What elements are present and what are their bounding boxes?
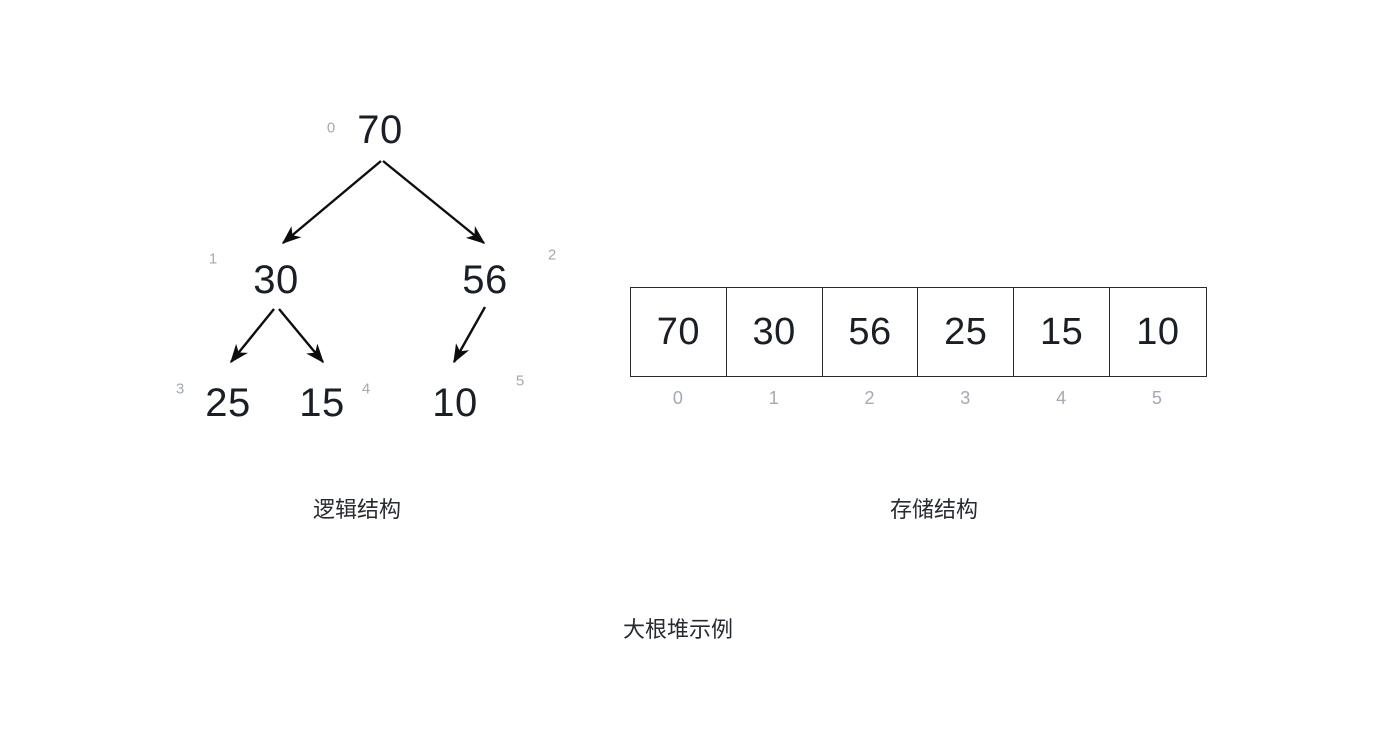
tree-node-index-4: 4 <box>361 380 371 398</box>
figure-caption: 大根堆示例 <box>622 618 734 643</box>
array-index-2: 2 <box>864 388 875 408</box>
tree-node-value-10: 10 <box>432 381 478 425</box>
array-cell-3: 25 <box>918 288 1015 376</box>
array-cell-2: 56 <box>823 288 919 376</box>
tree-node-value-25: 25 <box>205 381 251 425</box>
array-cell-5: 10 <box>1136 311 1180 353</box>
array-index-row: 0 1 2 3 4 5 <box>630 389 1207 407</box>
tree-node-index-0: 0 <box>326 119 336 137</box>
logical-structure-caption: 逻辑结构 <box>312 498 402 523</box>
tree-edge-70-to-30 <box>281 160 382 244</box>
tree-node-index-5: 5 <box>515 372 525 390</box>
tree-node-index-2: 2 <box>547 246 557 264</box>
tree-edge-30-to-25 <box>230 308 275 364</box>
tree-edge-70-to-56 <box>382 160 486 244</box>
tree-node-value-15: 15 <box>299 381 345 425</box>
tree-node-value-30: 30 <box>253 258 299 302</box>
tree-node-value-70: 70 <box>357 108 403 152</box>
array-index-5: 5 <box>1151 388 1162 408</box>
storage-structure-caption: 存储结构 <box>889 498 979 523</box>
tree-node-index-1: 1 <box>208 250 218 268</box>
array-cell-4: 15 <box>1014 288 1110 376</box>
array-cell-1: 30 <box>727 288 823 376</box>
tree-node-value-56: 56 <box>462 258 508 302</box>
tree-node-index-3: 3 <box>175 380 185 398</box>
array-index-1: 1 <box>768 388 779 408</box>
tree-edge-30-to-15 <box>278 308 324 364</box>
array-index-0: 0 <box>672 388 683 408</box>
array-cell-0: 70 <box>631 288 727 376</box>
tree-edge-56-to-10 <box>452 306 487 364</box>
array-index-3: 3 <box>960 388 971 408</box>
array-index-4: 4 <box>1056 388 1067 408</box>
